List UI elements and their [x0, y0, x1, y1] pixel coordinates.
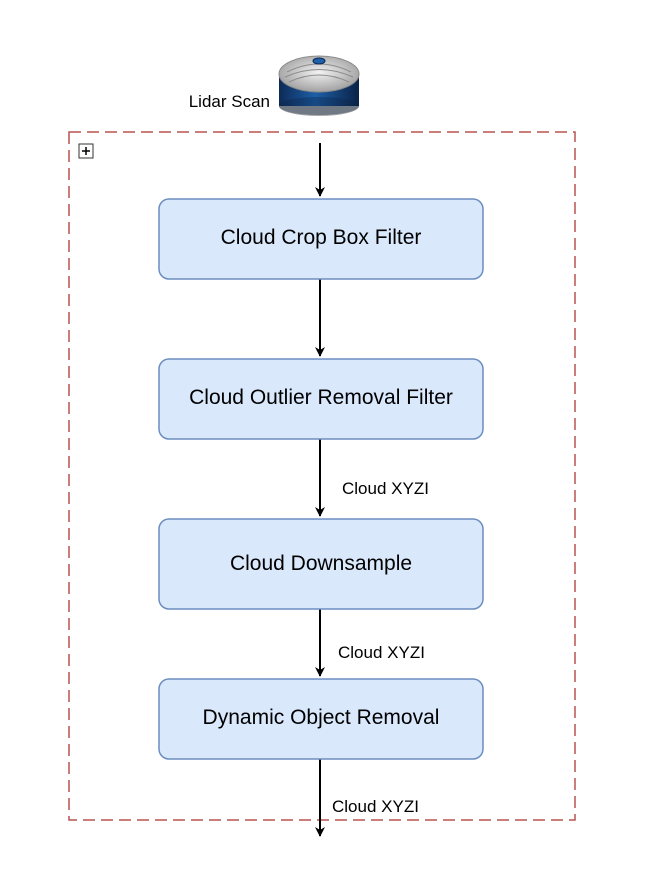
edge-label: Cloud XYZI — [342, 479, 429, 498]
plus-square-icon[interactable] — [78, 143, 94, 159]
node-cloud-downsample[interactable]: Cloud Downsample — [158, 518, 484, 610]
edge-label: Cloud XYZI — [338, 643, 425, 662]
node-label: Cloud Downsample — [230, 552, 412, 575]
edge-outlier-to-downsample: Cloud XYZI — [315, 439, 429, 517]
node-cloud-crop-box-filter[interactable]: Cloud Crop Box Filter — [158, 198, 484, 280]
node-label: Dynamic Object Removal — [203, 706, 440, 729]
pipeline-container — [68, 131, 576, 821]
lidar-sensor-icon — [278, 55, 360, 116]
node-dynamic-object-removal[interactable]: Dynamic Object Removal — [158, 678, 484, 760]
edge-downsample-to-dynamic: Cloud XYZI — [315, 609, 425, 677]
node-label: Cloud Crop Box Filter — [221, 226, 422, 249]
node-cloud-outlier-removal-filter[interactable]: Cloud Outlier Removal Filter — [158, 358, 484, 440]
node-label: Cloud Outlier Removal Filter — [189, 386, 453, 409]
edge-dynamic-to-output: Cloud XYZI — [315, 759, 419, 837]
edge-label: Cloud XYZI — [332, 797, 419, 816]
source-label: Lidar Scan — [189, 92, 270, 111]
